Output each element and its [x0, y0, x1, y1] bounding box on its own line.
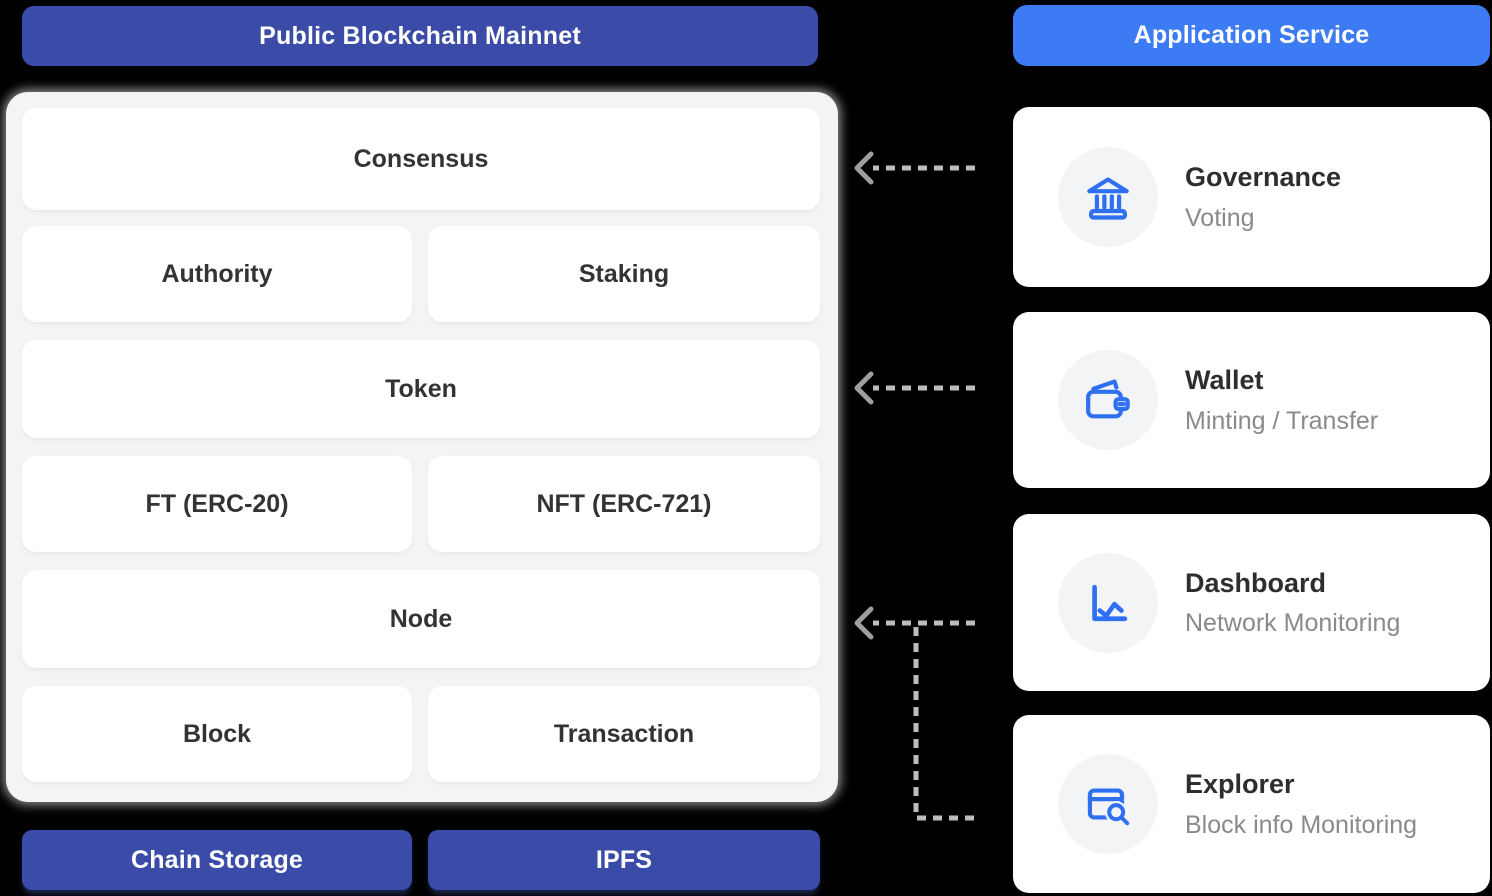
chain-storage-banner: Chain Storage	[22, 830, 412, 890]
box-nft-erc721: NFT (ERC-721)	[428, 456, 820, 552]
card-governance: Governance Voting	[1013, 107, 1490, 287]
box-transaction: Transaction	[428, 686, 820, 782]
card-subtitle: Voting	[1185, 203, 1255, 232]
arrow-dashboard-head	[854, 606, 874, 640]
box-ft-erc20: FT (ERC-20)	[22, 456, 412, 552]
bank-icon	[1087, 177, 1129, 220]
arrow-explorer-elbow	[913, 627, 974, 821]
card-subtitle: Minting / Transfer	[1185, 406, 1379, 435]
application-service-header: Application Service	[1013, 5, 1490, 66]
box-staking: Staking	[428, 226, 820, 322]
card-text: Governance Voting	[1185, 161, 1341, 232]
box-node: Node	[22, 570, 820, 668]
card-wallet: Wallet Minting / Transfer	[1013, 312, 1490, 488]
icon-circle	[1058, 754, 1158, 854]
card-title: Wallet	[1185, 365, 1264, 396]
card-title: Governance	[1185, 162, 1342, 193]
box-authority: Authority	[22, 226, 412, 322]
card-text: Wallet Minting / Transfer	[1185, 364, 1378, 435]
arrow-governance-head	[854, 151, 874, 185]
card-text: Dashboard Network Monitoring	[1185, 567, 1400, 638]
browser-search-icon	[1087, 788, 1130, 826]
wallet-icon	[1086, 379, 1130, 419]
box-token: Token	[22, 340, 820, 438]
arrow-wallet-head	[854, 371, 874, 405]
card-text: Explorer Block info Monitoring	[1185, 768, 1417, 839]
mainnet-header: Public Blockchain Mainnet	[22, 6, 818, 66]
line-chart-icon	[1092, 584, 1128, 621]
mainnet-panel: Consensus Authority Staking Token FT (ER…	[6, 92, 838, 802]
icon-circle	[1058, 350, 1158, 450]
box-block: Block	[22, 686, 412, 782]
card-dashboard: Dashboard Network Monitoring	[1013, 514, 1490, 691]
connector-arrows	[854, 151, 975, 821]
card-explorer: Explorer Block info Monitoring	[1013, 715, 1490, 893]
card-subtitle: Network Monitoring	[1185, 609, 1401, 638]
card-title: Explorer	[1185, 769, 1295, 800]
box-consensus: Consensus	[22, 108, 820, 210]
card-title: Dashboard	[1185, 567, 1327, 598]
card-subtitle: Block info Monitoring	[1185, 810, 1418, 839]
icon-circle	[1058, 147, 1158, 247]
ipfs-banner: IPFS	[428, 830, 820, 890]
icon-circle	[1058, 552, 1158, 653]
